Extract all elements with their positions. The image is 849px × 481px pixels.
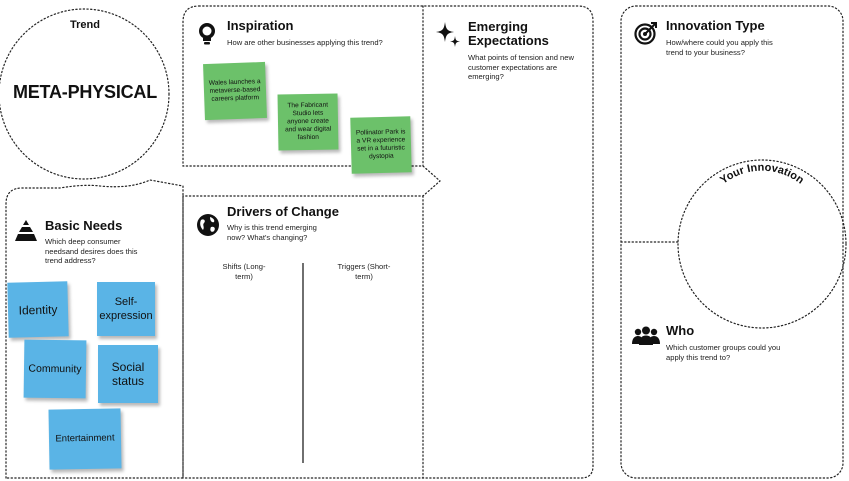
inspiration-note[interactable]: The Fabricant Studio lets anyone create …	[277, 93, 339, 151]
basic-needs-note[interactable]: Self-expression	[97, 282, 155, 336]
globe-icon	[197, 214, 219, 236]
sparkle-icon	[436, 22, 460, 47]
trend-label: Trend	[70, 19, 100, 31]
basic-needs-heading: Basic Needs	[45, 218, 123, 233]
inspiration-note[interactable]: Pollinator Park is a VR experience set i…	[350, 116, 412, 174]
basic-needs-note[interactable]: Community	[23, 339, 87, 399]
drivers-heading: Drivers of Change	[227, 204, 339, 219]
target-icon	[634, 22, 657, 45]
middle-panel-outline	[182, 5, 594, 479]
pyramid-icon	[15, 220, 37, 241]
basic-needs-note[interactable]: Entertainment	[48, 408, 122, 470]
emerging-question: What points of tension and new customer …	[468, 53, 574, 81]
trend-circle	[0, 8, 170, 180]
who-question: Which customer groups could you apply th…	[666, 343, 781, 362]
people-icon	[632, 326, 660, 345]
who-heading: Who	[666, 323, 695, 338]
shifts-label: Shifts (Long-term)	[222, 262, 266, 281]
emerging-heading: Emerging Expectations	[468, 19, 549, 48]
inspiration-question: How are other businesses applying this t…	[227, 38, 383, 47]
basic-needs-outline	[5, 179, 184, 479]
your-innovation-circle	[677, 159, 847, 329]
basic-needs-note[interactable]: Social status	[98, 345, 158, 403]
innovation-type-question: How/where could you apply this trend to …	[666, 38, 773, 57]
triggers-label: Triggers (Short-term)	[337, 262, 391, 281]
lightbulb-icon	[199, 23, 215, 45]
inspiration-note[interactable]: Wales launches a metaverse-based careers…	[203, 61, 267, 121]
basic-needs-question: Which deep consumer needsand desires doe…	[45, 237, 138, 265]
inspiration-heading: Inspiration	[227, 18, 294, 33]
innovation-type-heading: Innovation Type	[666, 18, 765, 33]
trend-title: META-PHYSICAL	[12, 82, 158, 102]
basic-needs-note[interactable]: Identity	[7, 281, 69, 338]
drivers-question: Why is this trend emerging now? What's c…	[227, 223, 317, 242]
